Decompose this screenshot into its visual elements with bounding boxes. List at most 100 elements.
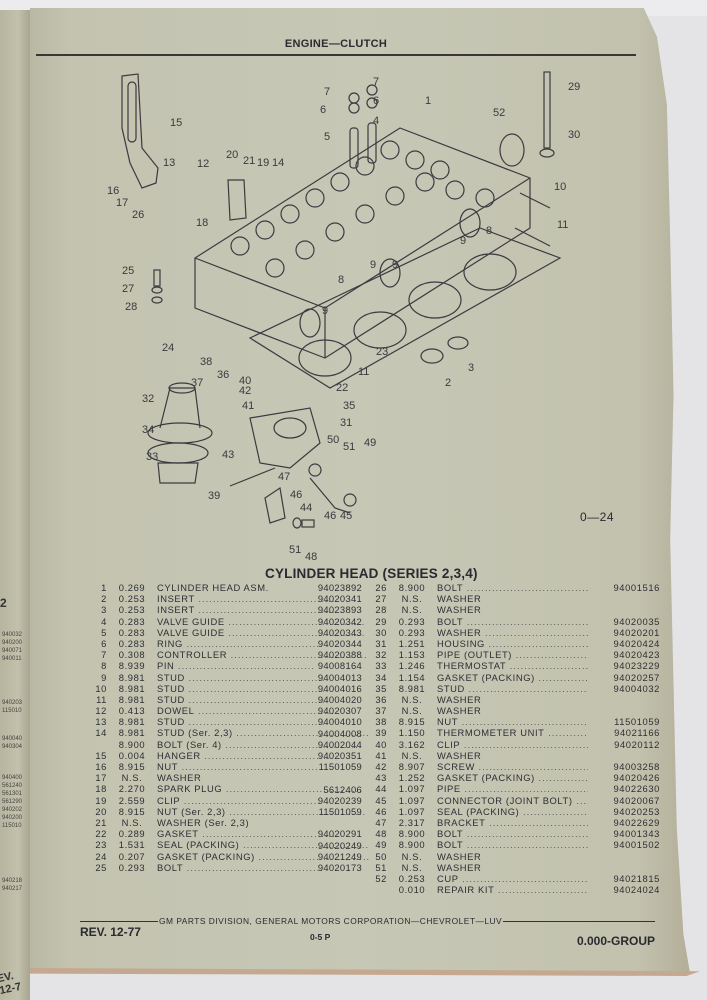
- group-number: 2.559: [118, 794, 146, 806]
- part-description: WASHER: [157, 772, 202, 784]
- part-description: VALVE GUIDE: [157, 627, 370, 638]
- group-number: 0.010: [398, 884, 426, 896]
- group-number: 8.981: [118, 693, 146, 705]
- part-description: CLIP: [437, 739, 588, 750]
- part-description: CLIP: [157, 795, 370, 806]
- part-number: 94004010: [317, 716, 362, 728]
- part-description: NUT: [157, 761, 370, 772]
- figure-number: 0—24: [580, 510, 615, 524]
- part-description: WASHER: [437, 850, 482, 862]
- part-number: 94008164: [317, 660, 362, 672]
- svg-text:1: 1: [425, 95, 431, 107]
- group-number: 0.269: [118, 582, 146, 593]
- group-number: 1.531: [118, 839, 146, 851]
- svg-text:34: 34: [142, 424, 154, 436]
- group-number: 8.915: [118, 761, 146, 772]
- part-number: [588, 750, 660, 761]
- group-number: 1.154: [398, 671, 426, 683]
- ref-number: 52: [375, 872, 387, 884]
- part-description: CUP: [437, 873, 588, 884]
- svg-text:32: 32: [142, 393, 154, 405]
- ref-number: 45: [375, 794, 387, 806]
- ref-number: 38: [375, 716, 387, 728]
- group-number: 0.293: [398, 626, 426, 638]
- svg-text:14: 14: [272, 157, 284, 169]
- part-description: WASHER: [437, 627, 588, 638]
- ref-number: 46: [375, 805, 387, 817]
- group-number: N.S.: [401, 861, 423, 873]
- group-number: 2.317: [398, 816, 426, 828]
- part-description: DOWEL: [157, 705, 370, 716]
- group-number: 3.162: [398, 738, 426, 750]
- svg-text:29: 29: [568, 81, 580, 93]
- svg-text:52: 52: [493, 107, 505, 119]
- ref-number: 6: [101, 637, 107, 649]
- part-number: 94023893: [317, 604, 362, 616]
- svg-text:10: 10: [554, 181, 566, 193]
- svg-text:50: 50: [327, 434, 339, 446]
- part-number: 94020426: [613, 772, 660, 784]
- group-number: 8.900: [398, 839, 426, 851]
- group-number: 1.252: [398, 772, 426, 784]
- part-description: REPAIR KIT: [437, 884, 588, 895]
- parts-row: 268.900BOLT94001516: [365, 582, 660, 593]
- ref-number: 18: [95, 783, 107, 795]
- part-number: [588, 862, 660, 873]
- ref-number: 9: [101, 671, 107, 683]
- group-number: 0.253: [118, 604, 146, 616]
- part-description: VALVE GUIDE: [157, 616, 370, 627]
- svg-text:45: 45: [340, 510, 352, 522]
- part-description: GASKET: [157, 828, 370, 839]
- adjacent-page-stub: 940400: [2, 775, 23, 781]
- ref-number: 35: [375, 682, 387, 694]
- part-description: BOLT: [437, 839, 588, 850]
- part-number: 94020424: [613, 637, 660, 649]
- ref-number: 13: [95, 716, 107, 728]
- ref-number: 7: [101, 649, 107, 661]
- parts-row: 358.981STUD94004032: [365, 683, 660, 694]
- svg-text:20: 20: [226, 149, 238, 161]
- part-description: RING: [157, 638, 370, 649]
- adjacent-page-stub: 561301: [2, 791, 23, 797]
- part-number: 94021815: [613, 872, 660, 884]
- part-description: BOLT: [437, 616, 588, 627]
- svg-text:6: 6: [373, 95, 379, 107]
- ref-number: [85, 739, 107, 750]
- group-number: 0.004: [118, 749, 146, 761]
- header-rule: [36, 54, 636, 56]
- group-number: 8.981: [118, 671, 146, 683]
- ref-number: 31: [375, 637, 387, 649]
- adjacent-page-stub: 940218: [2, 878, 23, 884]
- part-number: 94020201: [613, 626, 660, 638]
- part-number: 94020343: [317, 626, 362, 638]
- part-description: SEAL (PACKING): [437, 806, 588, 817]
- parts-row: 498.900BOLT94001502: [365, 839, 660, 850]
- part-number: [588, 593, 660, 604]
- ref-number: 17: [95, 772, 107, 784]
- adjacent-page-stub: 561240: [2, 783, 23, 789]
- part-number: [292, 772, 362, 783]
- svg-text:27: 27: [122, 283, 134, 295]
- group-number: 8.981: [118, 727, 146, 739]
- group-number: N.S.: [121, 816, 143, 828]
- group-number: 0.289: [118, 828, 146, 840]
- part-number: [588, 694, 660, 705]
- footer-line: GM PARTS DIVISION, GENERAL MOTORS CORPOR…: [80, 916, 655, 926]
- ref-number: 49: [375, 839, 387, 851]
- part-number: 94020253: [613, 805, 660, 817]
- part-number: [588, 851, 660, 862]
- ref-number: 48: [375, 828, 387, 840]
- group-number: 0.283: [118, 615, 146, 627]
- ref-number: 23: [95, 839, 107, 851]
- ref-number: 51: [375, 861, 387, 873]
- svg-text:5: 5: [324, 131, 330, 143]
- group-number: 8.981: [398, 682, 426, 694]
